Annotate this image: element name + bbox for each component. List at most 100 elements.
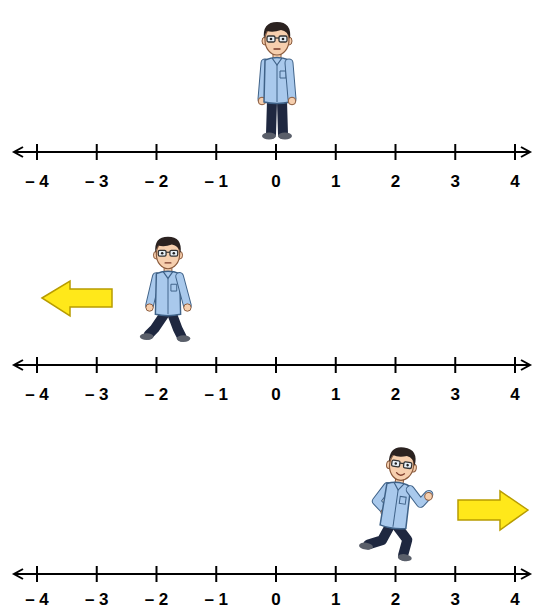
tick-mark	[215, 357, 217, 373]
hair	[389, 446, 418, 467]
glasses-lens	[391, 460, 400, 467]
tick-label: 0	[271, 385, 280, 405]
glasses-bridge	[275, 37, 279, 38]
tick-label: 0	[271, 172, 280, 192]
tick-mark	[514, 144, 516, 160]
tick-mark	[156, 357, 158, 373]
tick-label: 3	[451, 172, 460, 192]
person-figure	[140, 237, 191, 342]
hand	[288, 97, 296, 105]
axis-line	[14, 364, 530, 366]
tick-label: – 1	[204, 385, 228, 405]
axis-arrowhead	[521, 360, 530, 370]
leg	[149, 313, 165, 334]
tick-label: – 2	[145, 385, 169, 405]
axis-line	[14, 151, 530, 153]
tick-label: 0	[271, 590, 280, 610]
shoe	[397, 553, 412, 562]
axis-arrowhead	[521, 569, 530, 579]
tick-mark	[36, 566, 38, 582]
tick-mark	[275, 357, 277, 373]
shirt-collar	[272, 58, 282, 65]
tick-label: – 4	[25, 172, 49, 192]
mouth	[396, 473, 404, 476]
leg	[172, 313, 182, 336]
eye	[282, 38, 285, 41]
mouth	[165, 262, 171, 263]
mouth	[274, 48, 280, 49]
tick-mark	[395, 357, 397, 373]
tick-mark	[36, 357, 38, 373]
tick-label: – 4	[25, 385, 49, 405]
shoe	[278, 133, 292, 140]
axis-arrowhead	[521, 147, 530, 157]
tick-mark	[215, 566, 217, 582]
glasses-bridge	[166, 252, 170, 253]
glasses-lens	[403, 462, 412, 469]
eye	[394, 462, 397, 465]
tick-label: 1	[331, 172, 340, 192]
tick-label: – 1	[204, 590, 228, 610]
tick-mark	[395, 566, 397, 582]
eye	[161, 252, 164, 255]
tick-label: – 3	[85, 172, 109, 192]
number-line	[14, 144, 530, 160]
tick-label: 2	[391, 172, 400, 192]
tick-mark	[454, 566, 456, 582]
tick-mark	[454, 144, 456, 160]
axis-arrowhead	[14, 569, 23, 579]
tick-mark	[275, 566, 277, 582]
tick-mark	[335, 357, 337, 373]
arm	[180, 277, 188, 306]
shoe	[177, 335, 191, 342]
leg	[282, 101, 283, 134]
leg	[393, 526, 409, 555]
shirt-pocket	[399, 496, 406, 504]
tick-mark	[156, 144, 158, 160]
tick-mark	[335, 566, 337, 582]
hand	[184, 304, 191, 311]
axis-arrowhead	[14, 147, 23, 157]
tick-mark	[454, 357, 456, 373]
tick-mark	[514, 357, 516, 373]
shirt-placket	[277, 65, 278, 102]
shoe	[359, 542, 374, 551]
shirt-placket	[393, 490, 398, 527]
tick-mark	[96, 566, 98, 582]
person-figure	[258, 22, 296, 140]
eye	[406, 464, 409, 467]
number-line	[14, 357, 530, 373]
glasses-bridge	[400, 462, 404, 464]
tick-mark	[36, 144, 38, 160]
tick-mark	[514, 566, 516, 582]
tick-label: 1	[331, 590, 340, 610]
shirt-pocket	[280, 71, 286, 78]
tick-mark	[335, 144, 337, 160]
tick-label: 2	[391, 590, 400, 610]
arm	[289, 63, 292, 99]
shirt-collar	[163, 272, 173, 279]
glasses-lens	[170, 250, 178, 256]
tick-mark	[96, 144, 98, 160]
hand	[424, 492, 433, 501]
tick-label: 3	[451, 385, 460, 405]
arm	[289, 63, 292, 99]
tick-mark	[275, 144, 277, 160]
leg	[271, 101, 272, 134]
tick-label: – 3	[85, 385, 109, 405]
tick-label: – 2	[145, 172, 169, 192]
eye	[173, 252, 176, 255]
tick-label: – 3	[85, 590, 109, 610]
tick-label: 3	[451, 590, 460, 610]
glasses-lens	[267, 36, 275, 42]
tick-label: 4	[510, 172, 519, 192]
tick-mark	[395, 144, 397, 160]
right-arrow	[458, 491, 528, 530]
tick-label: 1	[331, 385, 340, 405]
shoe	[262, 133, 276, 140]
tick-mark	[215, 144, 217, 160]
tick-label: 2	[391, 385, 400, 405]
shirt-pocket	[171, 284, 177, 291]
